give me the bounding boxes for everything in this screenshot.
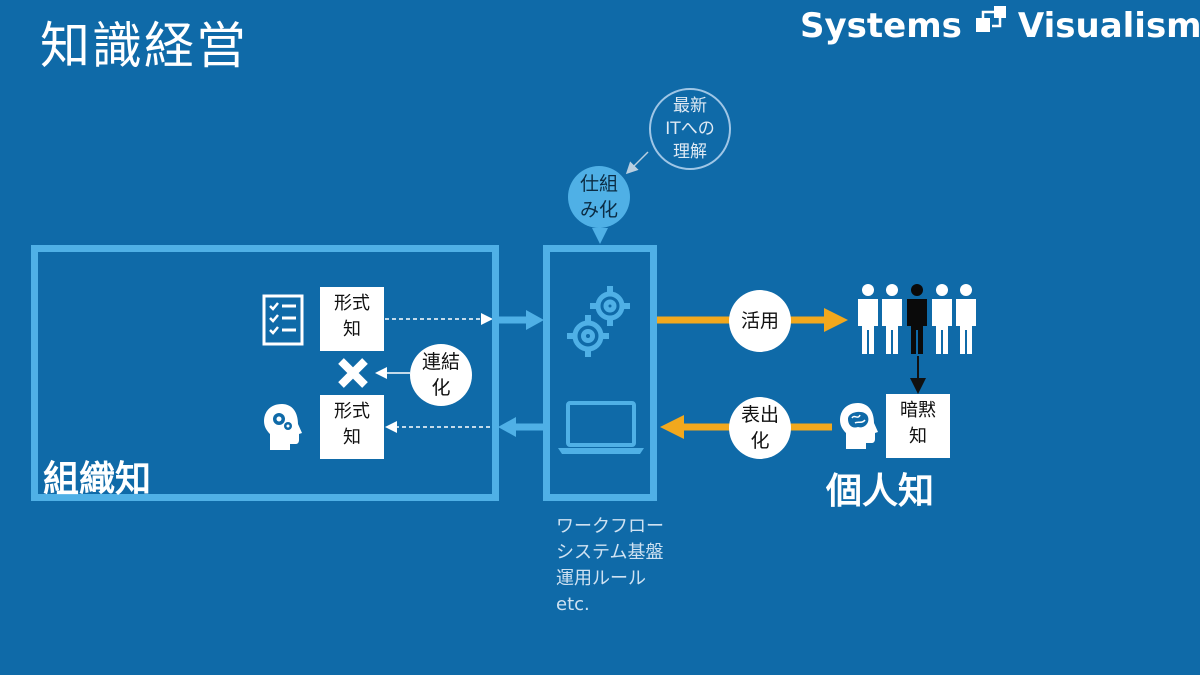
gears-icon [566, 284, 636, 364]
brand: Systems Visualism [800, 4, 1200, 47]
page-title: 知識経営 [40, 17, 248, 75]
orange-arrowhead-left [660, 415, 684, 439]
personal-knowledge-label: 個人知 [826, 471, 935, 512]
org-knowledge-frame [31, 245, 499, 501]
system-frame [543, 245, 657, 501]
laptop-icon [556, 400, 646, 460]
cross-icon [337, 357, 369, 393]
logo-icon [974, 4, 1008, 47]
orange-arrowhead-right [824, 308, 848, 332]
org-knowledge-label: 組織知 [43, 459, 152, 500]
combination-circle: 連結 化 [410, 344, 472, 406]
systemization-circle: 仕組 み化 [568, 166, 630, 228]
formal-knowledge-bottom: 形式 知 [320, 395, 384, 459]
latest-it-circle: 最新 ITへの 理解 [649, 88, 731, 170]
it-arrow [625, 151, 649, 175]
people-group-icon [854, 282, 984, 360]
checklist-icon [262, 294, 304, 350]
utilize-circle: 活用 [729, 290, 791, 352]
brain-head-icon [262, 402, 304, 456]
formal-knowledge-top: 形式 知 [320, 287, 384, 351]
externalize-circle: 表出 化 [729, 397, 791, 459]
brain-head-icon-right [838, 401, 882, 455]
blue-arrowhead-right [526, 310, 544, 330]
blue-arrowhead-left [498, 417, 516, 437]
tacit-knowledge-box: 暗黙 知 [886, 394, 950, 458]
brand-left: Systems [800, 5, 962, 46]
brand-right: Visualism [1017, 5, 1200, 46]
system-items-text: ワークフロー システム基盤 運用ルール etc. [556, 516, 664, 615]
